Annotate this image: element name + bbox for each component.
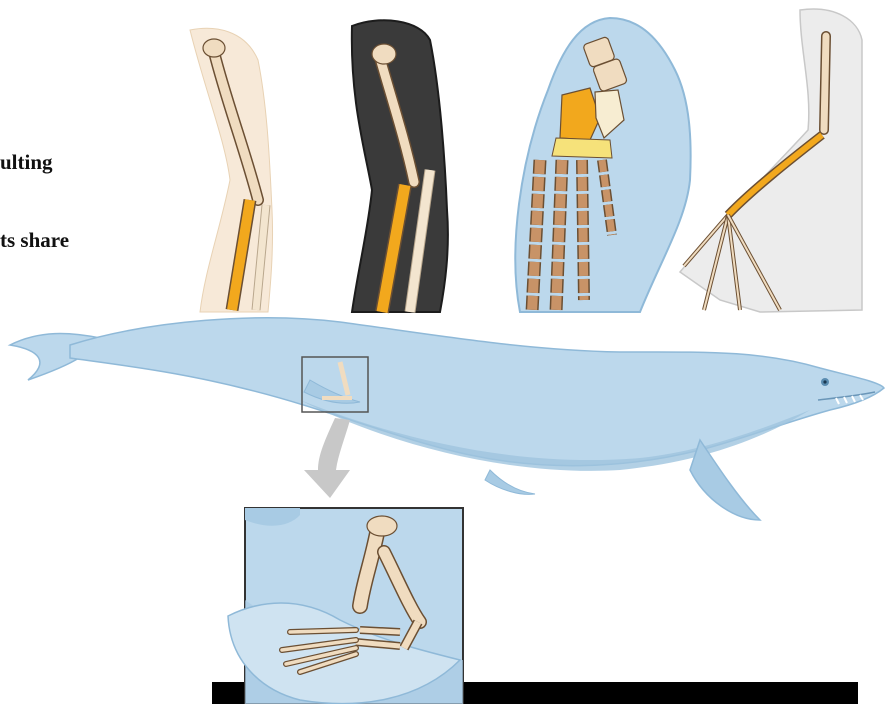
zoom-inset [228,508,463,704]
human-arm-icon [190,28,273,312]
whale-flipper-icon [515,18,690,312]
whale-body-icon [10,318,884,520]
zoom-arrow-icon [304,418,350,498]
bat-wing-icon [680,9,862,312]
cat-leg-icon [352,20,448,312]
